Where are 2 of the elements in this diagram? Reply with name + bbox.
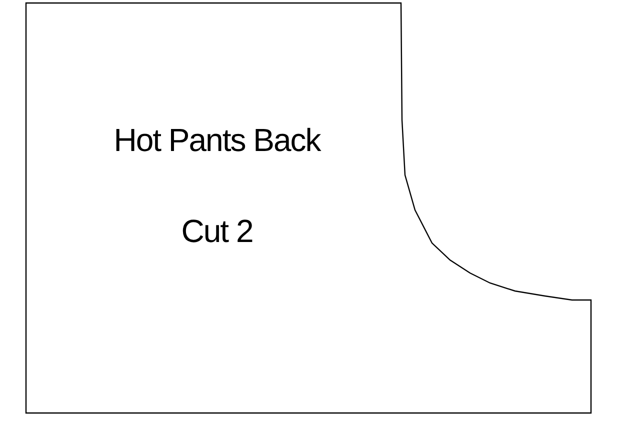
pattern-title: Hot Pants Back [114,122,320,159]
cut-instruction: Cut 2 [181,213,253,250]
